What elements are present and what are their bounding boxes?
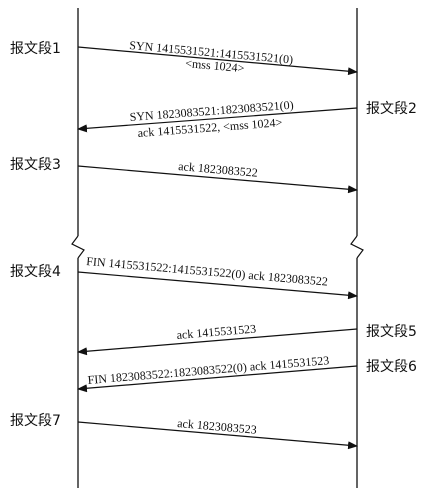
message-5-arrow xyxy=(77,328,358,356)
message-5-label: ack 1415531523 xyxy=(176,322,257,342)
segment-2-label: 报文段2 xyxy=(366,101,417,117)
message-2-arrow xyxy=(77,107,358,133)
segment-3-label: 报文段3 xyxy=(10,157,61,173)
segment-6-label: 报文段6 xyxy=(366,359,417,375)
left-timeline-break xyxy=(71,235,85,259)
segment-4-label: 报文段4 xyxy=(10,264,61,280)
message-7-arrow xyxy=(77,421,358,450)
right-timeline-break xyxy=(350,235,364,259)
message-4-arrow xyxy=(77,271,358,300)
message-3-label: ack 1823083522 xyxy=(178,159,259,180)
segment-5-label: 报文段5 xyxy=(366,324,417,340)
message-6-arrow xyxy=(77,365,358,393)
message-6-label: FIN 1823083522:1823083522(0) ack 1415531… xyxy=(87,353,330,387)
message-7-label: ack 1823083523 xyxy=(177,416,258,437)
message-1-arrow xyxy=(77,46,358,76)
segment-7-label: 报文段7 xyxy=(10,413,61,429)
segment-1-label: 报文段1 xyxy=(10,41,61,57)
message-1-label-line-2: <mss 1024> xyxy=(185,56,245,75)
message-3-arrow xyxy=(77,165,358,194)
